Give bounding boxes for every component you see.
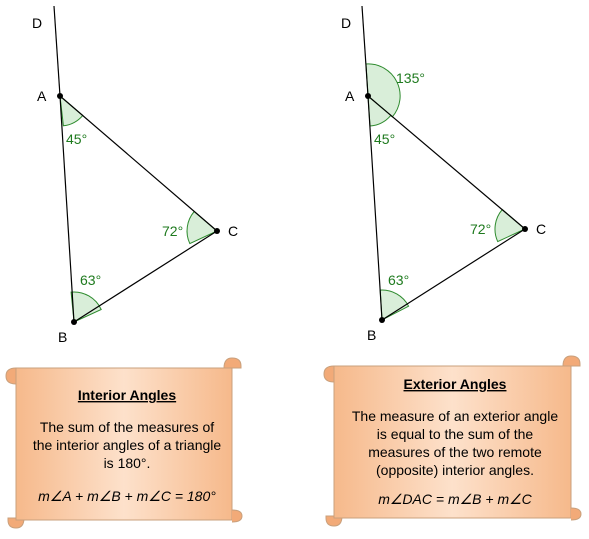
scroll-line-2: the interior angles of a triangle bbox=[33, 437, 222, 453]
vertex-c bbox=[522, 226, 528, 232]
scroll-line-2: is equal to the sum of the bbox=[377, 426, 534, 442]
side-ac bbox=[59, 95, 218, 232]
scroll-formula: m∠A + m∠B + m∠C = 180° bbox=[38, 488, 216, 504]
angle-label-c: 72° bbox=[470, 221, 491, 237]
label-point-c: C bbox=[536, 221, 546, 237]
vertex-c bbox=[214, 228, 220, 234]
label-point-d: D bbox=[32, 15, 42, 31]
scroll-line-3: is 180°. bbox=[104, 455, 151, 471]
side-ac bbox=[367, 95, 526, 230]
scroll-curl-left bbox=[5, 367, 17, 385]
label-point-b: B bbox=[367, 327, 376, 343]
scroll-line-1: The sum of the measures of bbox=[40, 419, 214, 435]
angle-label-exterior-a: 135° bbox=[396, 70, 425, 86]
label-point-c: C bbox=[228, 223, 238, 239]
scroll-formula: m∠DAC = m∠B + m∠C bbox=[378, 491, 532, 507]
label-point-b: B bbox=[58, 329, 67, 345]
scroll-curl-top bbox=[223, 357, 242, 369]
scroll-body bbox=[333, 365, 572, 519]
angle-arc-b bbox=[379, 289, 410, 321]
label-point-a: A bbox=[37, 88, 47, 104]
vertex-b bbox=[71, 319, 77, 325]
angle-label-b: 63° bbox=[388, 272, 409, 288]
angle-label-b: 63° bbox=[80, 272, 101, 288]
side-ab bbox=[59, 95, 75, 323]
vertex-a bbox=[365, 93, 371, 99]
scroll-line-3: measures of the two remote bbox=[368, 444, 542, 460]
interior-angles-scroll: Interior Angles The sum of the measures … bbox=[5, 357, 243, 529]
angle-label-a: 45° bbox=[66, 131, 87, 147]
label-point-d: D bbox=[341, 15, 351, 31]
label-point-a: A bbox=[345, 88, 355, 104]
scroll-curl-left bbox=[323, 365, 335, 383]
vertex-b bbox=[379, 317, 385, 323]
line-ad-ray bbox=[53, 5, 61, 97]
scroll-line-1: The measure of an exterior angle bbox=[352, 408, 558, 424]
angle-label-c: 72° bbox=[162, 223, 183, 239]
vertex-a bbox=[57, 93, 63, 99]
angle-arc-a bbox=[59, 94, 84, 127]
exterior-angles-scroll: Exterior Angles The measure of an exteri… bbox=[323, 355, 582, 527]
side-bc bbox=[381, 228, 526, 321]
scroll-curl-top bbox=[562, 355, 581, 367]
angle-label-a: 45° bbox=[374, 131, 395, 147]
angle-arc-exterior-a bbox=[365, 63, 401, 118]
scroll-line-4: (opposite) interior angles. bbox=[376, 462, 534, 478]
scroll-title: Exterior Angles bbox=[404, 376, 507, 392]
side-ab bbox=[367, 95, 383, 321]
line-ad-ray bbox=[361, 5, 369, 97]
right-triangle-diagram: D A B C 135° 45° 63° 72° bbox=[341, 5, 546, 343]
scroll-title: Interior Angles bbox=[78, 387, 176, 403]
left-triangle-diagram: D A B C 45° 63° 72° bbox=[32, 5, 238, 345]
scroll-body bbox=[15, 367, 233, 521]
side-bc bbox=[73, 230, 218, 323]
